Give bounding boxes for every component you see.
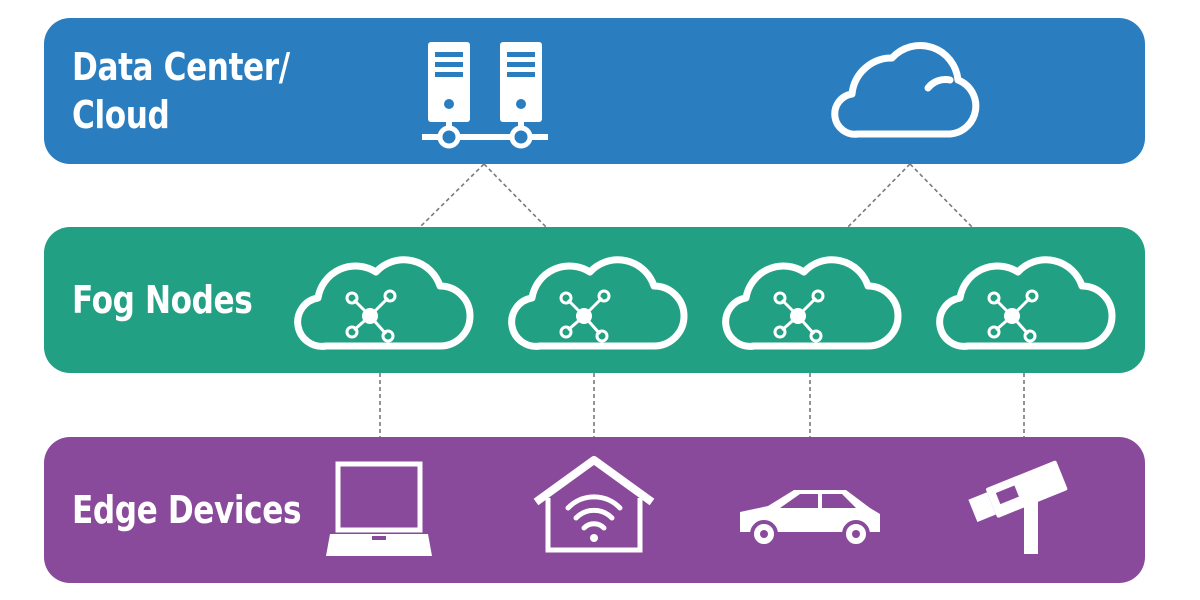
smart-home-wifi-icon xyxy=(533,456,655,553)
data-center-cloud-layer: Data Center/ Cloud xyxy=(44,18,1145,164)
laptop-icon xyxy=(326,461,432,556)
cloud-layer-label-line1: Data Center/ xyxy=(72,45,290,89)
security-camera-icon xyxy=(968,460,1068,554)
cloud-layer-label: Data Center/ Cloud xyxy=(72,43,318,139)
fog-node-icon xyxy=(940,260,1112,347)
cloud-layer-label-line2: Cloud xyxy=(72,93,170,137)
fog-node-icon xyxy=(512,260,684,347)
cloud-icon xyxy=(831,42,980,138)
fog-node-icon xyxy=(726,260,898,347)
server-rack-icon xyxy=(422,42,548,149)
edge-layer-label: Edge Devices xyxy=(72,488,302,532)
car-icon xyxy=(740,490,880,548)
fog-node-icon xyxy=(298,260,470,347)
fog-layer-label: Fog Nodes xyxy=(72,278,253,322)
